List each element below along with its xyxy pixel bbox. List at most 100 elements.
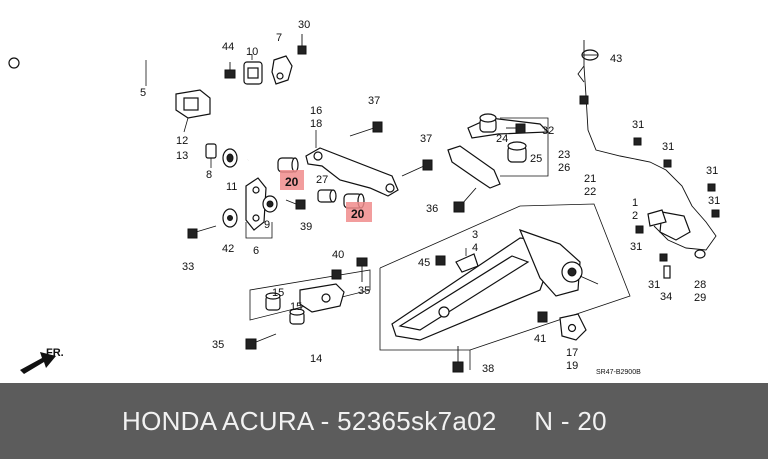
caption-ref-prefix: N — [534, 405, 554, 436]
trailing-arm — [391, 228, 599, 341]
callout-10: 10 — [246, 46, 258, 58]
callout-42: 42 — [222, 243, 234, 255]
exploded-parts-diagram: FR. 20 20 5 12 13 44 10 7 30 8 11 9 6 42… — [8, 19, 720, 376]
callout-15-b: 15 — [290, 301, 302, 313]
callout-29: 29 — [694, 292, 706, 304]
grommet-28-29 — [694, 249, 706, 259]
bolt-44 — [224, 62, 236, 79]
nut-39 — [285, 199, 306, 210]
callout-31-c: 31 — [706, 165, 718, 177]
callout-38: 38 — [482, 363, 494, 375]
bolt-33 — [187, 225, 217, 239]
callout-36: 36 — [426, 203, 438, 215]
bolt-36 — [453, 187, 477, 213]
callout-35-lower: 35 — [212, 339, 224, 351]
callout-31-a: 31 — [632, 119, 644, 131]
callout-4: 4 — [472, 242, 478, 254]
nut-40 — [331, 269, 342, 280]
front-direction-marker: FR. — [20, 347, 64, 374]
callout-11: 11 — [226, 181, 237, 193]
callout-1: 1 — [632, 197, 638, 209]
stabilizer-bar — [8, 34, 286, 162]
bracket-17-19 — [559, 313, 587, 341]
bolt-32 — [506, 123, 526, 134]
clip-34 — [663, 265, 671, 279]
bushing-25 — [507, 141, 527, 163]
callout-25: 25 — [530, 153, 542, 165]
bushing-24 — [479, 113, 497, 133]
bolt-35-upper — [356, 257, 368, 282]
callout-26: 26 — [558, 162, 570, 174]
nut-41 — [537, 311, 548, 323]
callout-34: 34 — [660, 291, 672, 303]
lower-arm-box — [249, 269, 371, 321]
abs-sensor-harness — [577, 40, 717, 251]
callout-3: 3 — [472, 229, 478, 241]
callout-27: 27 — [316, 174, 328, 186]
caption-brand: HONDA ACURA — [122, 405, 314, 436]
bushing-11 — [222, 148, 238, 168]
bolt-45 — [435, 255, 446, 266]
callout-22: 22 — [584, 186, 596, 198]
callout-21: 21 — [584, 173, 596, 185]
bushing-9 — [262, 195, 278, 213]
callout-39: 39 — [300, 221, 312, 233]
callout-37-upper: 37 — [368, 95, 380, 107]
callout-15-a: 15 — [272, 287, 284, 299]
callout-20-b: 20 — [351, 207, 365, 221]
callout-12: 12 — [176, 135, 188, 147]
bolt-35-lower — [245, 333, 277, 350]
callout-40: 40 — [332, 249, 344, 261]
bracket-1-2 — [647, 209, 667, 227]
callout-31-e: 31 — [630, 241, 642, 253]
callout-43: 43 — [610, 53, 622, 65]
caption-separator: - — [320, 405, 330, 436]
callout-33: 33 — [182, 261, 194, 273]
callout-13: 13 — [176, 150, 188, 162]
link-7 — [271, 55, 293, 85]
diagram-code: SR47-B2900B — [596, 369, 641, 376]
bushing-27 — [317, 189, 337, 203]
callout-45: 45 — [418, 257, 430, 269]
caption-text: HONDA ACURA - 52365sk7a02 N - 20 — [0, 406, 607, 437]
bolt-38 — [452, 346, 464, 373]
bolt-37-upper — [349, 121, 383, 137]
callout-16: 16 — [310, 105, 322, 117]
callout-5: 5 — [140, 87, 146, 99]
caption-part-number: 52365sk7a02 — [337, 405, 497, 436]
callout-19: 19 — [566, 360, 578, 372]
highlight-box-20-a — [280, 170, 304, 190]
callout-17: 17 — [566, 347, 578, 359]
stabilizer-bracket — [175, 89, 211, 133]
callout-31-d: 31 — [708, 195, 720, 207]
callout-32: 32 — [542, 125, 554, 137]
callout-44: 44 — [222, 41, 234, 53]
caption-ref-number: 20 — [577, 405, 607, 436]
upper-arm — [305, 130, 399, 197]
callout-2: 2 — [632, 210, 638, 222]
callout-31-f: 31 — [648, 279, 660, 291]
bushing-15-a — [265, 292, 281, 311]
cap-43 — [581, 49, 599, 61]
callout-numbers: 5 12 13 44 10 7 30 8 11 9 6 42 33 39 16 … — [140, 19, 720, 375]
bracket-3-4 — [455, 248, 479, 273]
highlight-box-20-b — [346, 202, 372, 222]
callout-9: 9 — [264, 219, 270, 231]
callout-35-upper: 35 — [358, 285, 370, 297]
callout-23: 23 — [558, 149, 570, 161]
callout-24: 24 — [496, 133, 508, 145]
callout-28: 28 — [694, 279, 706, 291]
bolt-37-mid — [401, 159, 433, 177]
callout-8: 8 — [206, 169, 212, 181]
bolts-31 — [633, 137, 720, 262]
washer-42 — [222, 208, 238, 228]
callout-37-mid: 37 — [420, 133, 432, 145]
bushing-20-a — [277, 157, 299, 173]
bolt-30 — [297, 34, 307, 55]
callout-6: 6 — [253, 245, 259, 257]
caption-bar: HONDA ACURA - 52365sk7a02 N - 20 — [0, 383, 768, 459]
stabilizer-bushing — [243, 54, 263, 85]
caption-ref-separator: - — [560, 405, 570, 436]
callout-41: 41 — [534, 333, 546, 345]
